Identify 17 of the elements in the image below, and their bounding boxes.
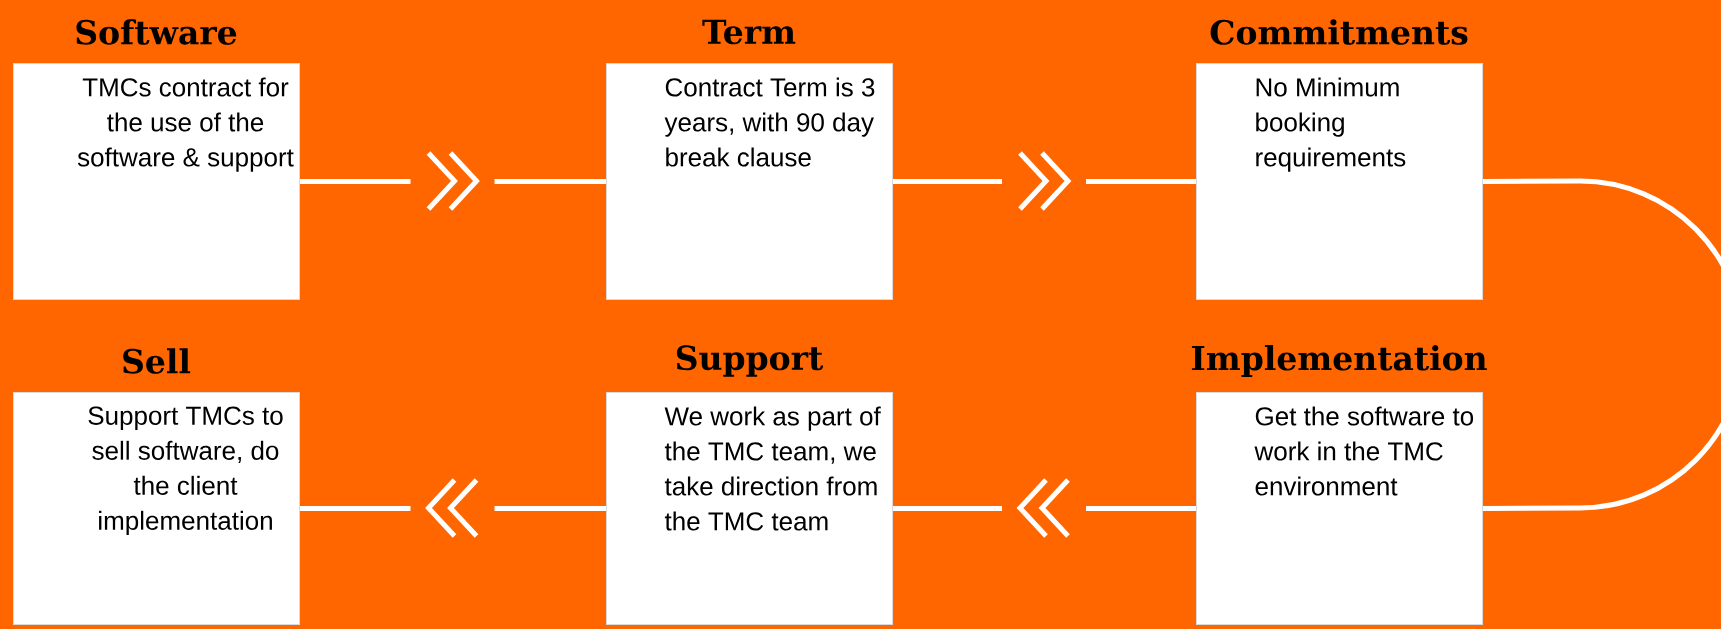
heading: Implementation: [1191, 345, 1487, 377]
text-box: Contract Term is 3 years, with 90 day break clause: [606, 63, 893, 300]
heading: Software: [76, 19, 237, 45]
text-box: We work as part of the TMC team, we take direction from the TMC team: [606, 392, 893, 625]
text-box: Get the software to work in the TMC environment: [1196, 392, 1483, 625]
text-box: No Minimum booking requirements: [1196, 63, 1483, 300]
heading: Term: [702, 19, 796, 45]
heading: Sell: [123, 348, 191, 374]
text-box: TMCs contract for the use of the software & support: [13, 63, 300, 300]
arrow: [893, 150, 1196, 212]
arrow: [893, 477, 1196, 539]
text-box: Support TMCs to sell software, do the client implementation: [13, 392, 300, 625]
arrow: [300, 150, 606, 212]
connector-line: [1483, 178, 1721, 511]
heading: Support: [676, 345, 824, 377]
heading: Commitments: [1210, 19, 1468, 45]
arrow: [300, 477, 606, 539]
